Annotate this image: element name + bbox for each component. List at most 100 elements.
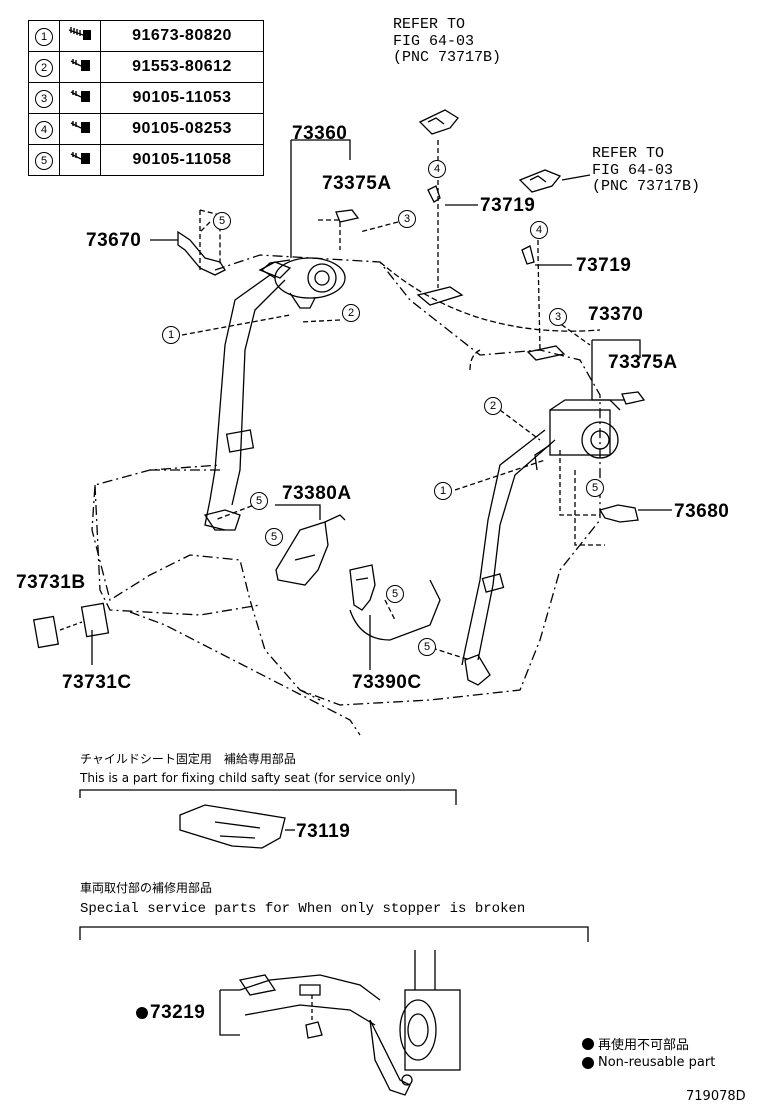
- bolt-icon: [70, 151, 90, 164]
- callout-2-right: 2: [484, 397, 502, 415]
- left-belt-webbing: [204, 274, 286, 531]
- table-row: 1 91673-80820: [28, 20, 264, 52]
- refer-line: (PNC 73717B): [393, 49, 502, 66]
- non-reusable-dot-icon: [582, 1056, 594, 1069]
- callout-1-right: 1: [434, 482, 452, 500]
- part-label-73731C: 73731C: [62, 672, 132, 693]
- buckle-73390C: [349, 564, 376, 611]
- repair-bracket: [238, 974, 277, 996]
- repair-belt-end: [369, 1019, 411, 1096]
- right-anchor-plate: [464, 654, 491, 686]
- part-number: 91673-80820: [100, 20, 264, 52]
- clip-73719-lower: [521, 245, 535, 265]
- floor-mount-top: [416, 286, 464, 306]
- part-label-73731B: 73731B: [16, 572, 86, 593]
- table-row: 4 90105-08253: [28, 113, 264, 145]
- callout-1-left: 1: [162, 326, 180, 344]
- right-belt-stopper: [481, 573, 505, 593]
- bolt-icon: [68, 26, 91, 40]
- callout-number: 1: [35, 27, 53, 46]
- callout-5-buckle: 5: [386, 585, 404, 603]
- part-label-73375A-right: 73375A: [608, 352, 678, 373]
- rear-shelf: [379, 261, 601, 371]
- callout-number: 5: [35, 151, 53, 170]
- callout-2-left: 2: [342, 304, 360, 322]
- bracket-top-ref: [418, 109, 459, 135]
- child-seat-note-en: This is a part for fixing child safty se…: [80, 771, 416, 785]
- repair-note-en: Special service parts for When only stop…: [80, 901, 526, 917]
- bolt-icon: [70, 120, 90, 133]
- repair-note-jp: 車両取付部の補修用部品: [80, 881, 213, 895]
- callout-number: 4: [35, 120, 53, 139]
- clip-73719-upper: [427, 185, 441, 203]
- legend-jp-text: 再使用不可部品: [598, 1038, 690, 1053]
- refer-line: (PNC 73717B): [592, 178, 701, 195]
- right-belt-webbing: [461, 429, 556, 666]
- callout-3-top: 3: [398, 210, 416, 228]
- cover-73731B: [32, 615, 60, 649]
- callout-number: 2: [35, 58, 53, 77]
- part-label-73219: 73219: [136, 1003, 205, 1022]
- repair-retractor: [399, 950, 461, 1071]
- callout-5-mid: 5: [250, 492, 268, 510]
- part-label-73360: 73360: [292, 123, 348, 144]
- part-label-73380A: 73380A: [282, 483, 352, 504]
- refer-note-right: REFER TO FIG 64-03 (PNC 73717B): [592, 145, 701, 196]
- part-number-73219: 73219: [150, 1002, 206, 1023]
- seat-outline: [91, 254, 601, 706]
- fastener-table: 1 91673-80820 2 91553-80612 3 90105-1105…: [28, 20, 264, 176]
- legend-en-text: Non-reusable part: [598, 1055, 716, 1070]
- seat-floor-line: [129, 611, 361, 736]
- bolt-icon: [70, 89, 90, 102]
- part-label-73375A-left: 73375A: [322, 173, 392, 194]
- part-number: 90105-11053: [100, 82, 264, 114]
- callout-4-top: 4: [428, 160, 446, 178]
- figure-id: 719078D: [686, 1089, 746, 1104]
- callout-4-right: 4: [530, 221, 548, 239]
- clip-73375A-right: [621, 391, 646, 405]
- left-retractor: [260, 257, 346, 309]
- repair-belt-webbing: [239, 974, 381, 1026]
- callout-5-bottom: 5: [418, 638, 436, 656]
- callout-3-right: 3: [549, 308, 567, 326]
- bolt-icon: [70, 58, 90, 71]
- part-number: 91553-80612: [100, 51, 264, 83]
- bracket-73680: [598, 504, 639, 523]
- table-row: 2 91553-80612: [28, 51, 264, 83]
- refer-line: FIG 64-03: [592, 161, 674, 179]
- left-belt-stopper: [225, 429, 255, 453]
- buckle-73380A: [275, 521, 329, 586]
- callout-5-top: 5: [213, 212, 231, 230]
- callout-5-right: 5: [586, 479, 604, 497]
- right-retractor: [534, 399, 621, 471]
- child-seat-note-jp: チャイルドシート固定用 補給専用部品: [80, 752, 296, 766]
- seat-cushion-outline: [94, 469, 321, 701]
- part-label-73370: 73370: [588, 304, 644, 325]
- part-label-73670: 73670: [86, 230, 142, 251]
- child-seat-bracket-line: [79, 789, 457, 805]
- legend-en: Non-reusable part: [582, 1055, 715, 1070]
- callout-5-left2: 5: [265, 528, 283, 546]
- cover-73731C: [80, 602, 110, 638]
- non-reusable-dot-icon: [136, 1006, 148, 1019]
- table-row: 5 90105-11058: [28, 144, 264, 176]
- refer-note-top: REFER TO FIG 64-03 (PNC 73717B): [393, 16, 502, 67]
- bracket-right-ref: [518, 169, 562, 193]
- clip-73375A-left: [335, 209, 360, 223]
- stopper-part: [299, 984, 323, 1039]
- refer-line: REFER TO: [393, 16, 466, 33]
- legend-jp: 再使用不可部品: [582, 1034, 689, 1053]
- non-reusable-dot-icon: [582, 1037, 594, 1050]
- bracket-73670: [177, 230, 226, 276]
- bracket-73119: [179, 804, 286, 849]
- floor-mount-right: [526, 345, 566, 361]
- part-label-73680: 73680: [674, 501, 730, 522]
- part-label-73390C: 73390C: [352, 672, 422, 693]
- part-label-73719-upper: 73719: [480, 195, 536, 216]
- part-number: 90105-11058: [100, 144, 264, 176]
- refer-line: FIG 64-03: [393, 32, 475, 50]
- repair-bracket-line: [79, 926, 589, 942]
- part-label-73719-lower: 73719: [576, 255, 632, 276]
- left-anchor-plate: [203, 509, 241, 531]
